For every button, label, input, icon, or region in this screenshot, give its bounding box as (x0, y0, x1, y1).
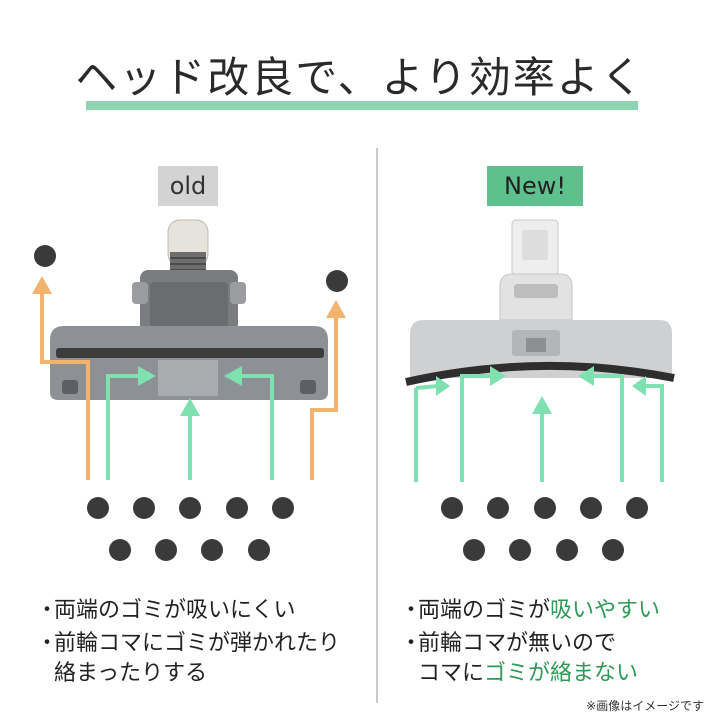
bullet: ・ (36, 598, 59, 623)
new-badge: New! (487, 166, 583, 206)
old-note-2: ・ 前輪コマにゴミが弾かれたり 絡まったりする (34, 629, 364, 689)
arrow-head (326, 300, 346, 318)
arrow-head (490, 366, 506, 386)
center-divider (376, 148, 378, 703)
arrow-head (578, 366, 594, 386)
note-text-line1: 前輪コマにゴミが弾かれたり (54, 631, 341, 656)
note-highlight: 吸いやすい (550, 598, 661, 623)
old-badge: old (158, 166, 218, 206)
image-disclaimer: ※画像はイメージです (586, 699, 704, 713)
bullet: ・ (36, 631, 59, 656)
bullet: ・ (400, 598, 423, 623)
old-notes: ・ 両端のゴミが吸いにくい ・ 前輪コマにゴミが弾かれたり 絡まったりする (34, 596, 364, 692)
note-text: コマに (418, 661, 485, 686)
dust-particle (34, 245, 56, 267)
arrow-head (632, 376, 646, 396)
arrow-head (224, 366, 242, 386)
arrow-head (436, 376, 450, 396)
note-highlight: ゴミが絡まない (484, 661, 639, 686)
page-title: ヘッド改良で、より効率よく (75, 53, 645, 102)
new-vacuum-head-image (405, 219, 675, 386)
new-note-2: ・ 前輪コマが無いので コマにゴミが絡まない (398, 629, 708, 689)
note-text-line2: コマにゴミが絡まない (418, 659, 708, 689)
new-notes: ・ 両端のゴミが吸いやすい ・ 前輪コマが無いので コマにゴミが絡まない (398, 596, 708, 692)
new-note-1: ・ 両端のゴミが吸いやすい (398, 596, 708, 626)
bullet: ・ (400, 631, 423, 656)
arrow-head (138, 366, 156, 386)
dust-particle (326, 270, 348, 292)
old-dust-particles (87, 497, 294, 561)
note-text-line1: 前輪コマが無いので (418, 631, 617, 656)
old-note-1: ・ 両端のゴミが吸いにくい (34, 596, 364, 626)
arrow-head (32, 276, 52, 294)
old-suction-arrows (106, 374, 274, 480)
note-text: 両端のゴミが吸いにくい (54, 598, 296, 623)
new-dust-particles (441, 497, 648, 561)
title-underline (86, 101, 638, 110)
old-vacuum-head-image (50, 219, 328, 400)
note-text-line2: 絡まったりする (54, 661, 208, 686)
new-suction-arrows (414, 374, 664, 482)
old-side-arrows (40, 292, 338, 480)
arrow-head (532, 396, 552, 414)
note-text: 両端のゴミが (418, 598, 551, 623)
arrow-head (180, 398, 200, 416)
